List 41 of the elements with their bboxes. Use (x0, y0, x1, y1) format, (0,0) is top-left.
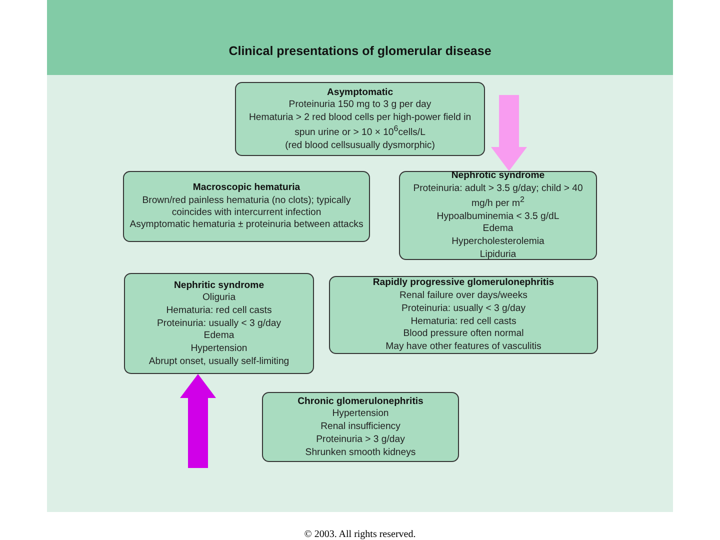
box-text: Hematuria: red cell casts (410, 316, 518, 328)
info-box (124, 273, 314, 374)
box-text: Hypertension (190, 343, 248, 355)
block-arrow (180, 374, 216, 468)
box-text: Oliguria (201, 292, 237, 304)
box-heading: Macroscopic hematuria (192, 182, 302, 194)
box-text: Renal insufficiency (320, 421, 402, 433)
info-box (262, 392, 459, 462)
box-text: Abrupt onset, usually self-limiting (148, 356, 290, 368)
box-text: Hematuria > 2 red blood cells per high-power field in spun urine or > 10 × 10$^{6}$cells/L (248, 112, 472, 139)
box-text: May have other features of vasculitis (384, 340, 542, 353)
box-text: Edema (482, 223, 514, 236)
box-text: (red blood cellsusually dysmorphic) (284, 140, 436, 152)
box-text: Hypertension (331, 408, 390, 420)
box-text: Lipiduria (478, 248, 518, 261)
title: Clinical presentations of glomerular disease (228, 44, 492, 58)
info-box (329, 276, 598, 354)
box-text: Renal failure over days/weeks (398, 290, 528, 302)
box-text: Hypercholesterolemia (450, 236, 546, 248)
box-text: Proteinuria 150 mg to 3 g per day (288, 99, 432, 112)
box-text: Brown/red painless hematuria (no clots); typically coincides with intercurrent infection (141, 194, 352, 218)
box-heading: Nephritic syndrome (172, 280, 266, 292)
box-heading: Chronic glomerulonephritis (296, 396, 424, 408)
info-box (399, 171, 597, 260)
box-text: Proteinuria > 3 g/day (315, 434, 406, 446)
box-heading: Asymptomatic (326, 86, 394, 98)
info-box (123, 171, 370, 242)
box-text: Proteinuria: usually < 3 g/day (156, 318, 282, 330)
box-heading: Rapidly progressive glomerulonephritis (372, 277, 556, 290)
box-text: Edema (202, 330, 236, 342)
box-text: Hypoalbuminemia < 3.5 g/dL (436, 210, 560, 222)
info-box (235, 82, 485, 156)
box-text: Asymptomatic hematuria ± proteinuria between attacks (128, 219, 364, 231)
copyright-note: © 2003. All rights reserved. (303, 529, 417, 540)
box-text: Shrunken smooth kidneys (304, 446, 417, 458)
box-text: Proteinuria: usually < 3 g/day (400, 302, 526, 314)
box-text: Hematuria: red cell casts (165, 304, 273, 317)
block-arrow (491, 95, 527, 171)
box-heading: Nephrotic syndrome (450, 170, 546, 182)
box-text: Blood pressure often normal (402, 328, 525, 340)
box-text: Proteinuria: adult > 3.5 g/day; child > 40 mg/h per m$^{2}$ (412, 183, 584, 210)
